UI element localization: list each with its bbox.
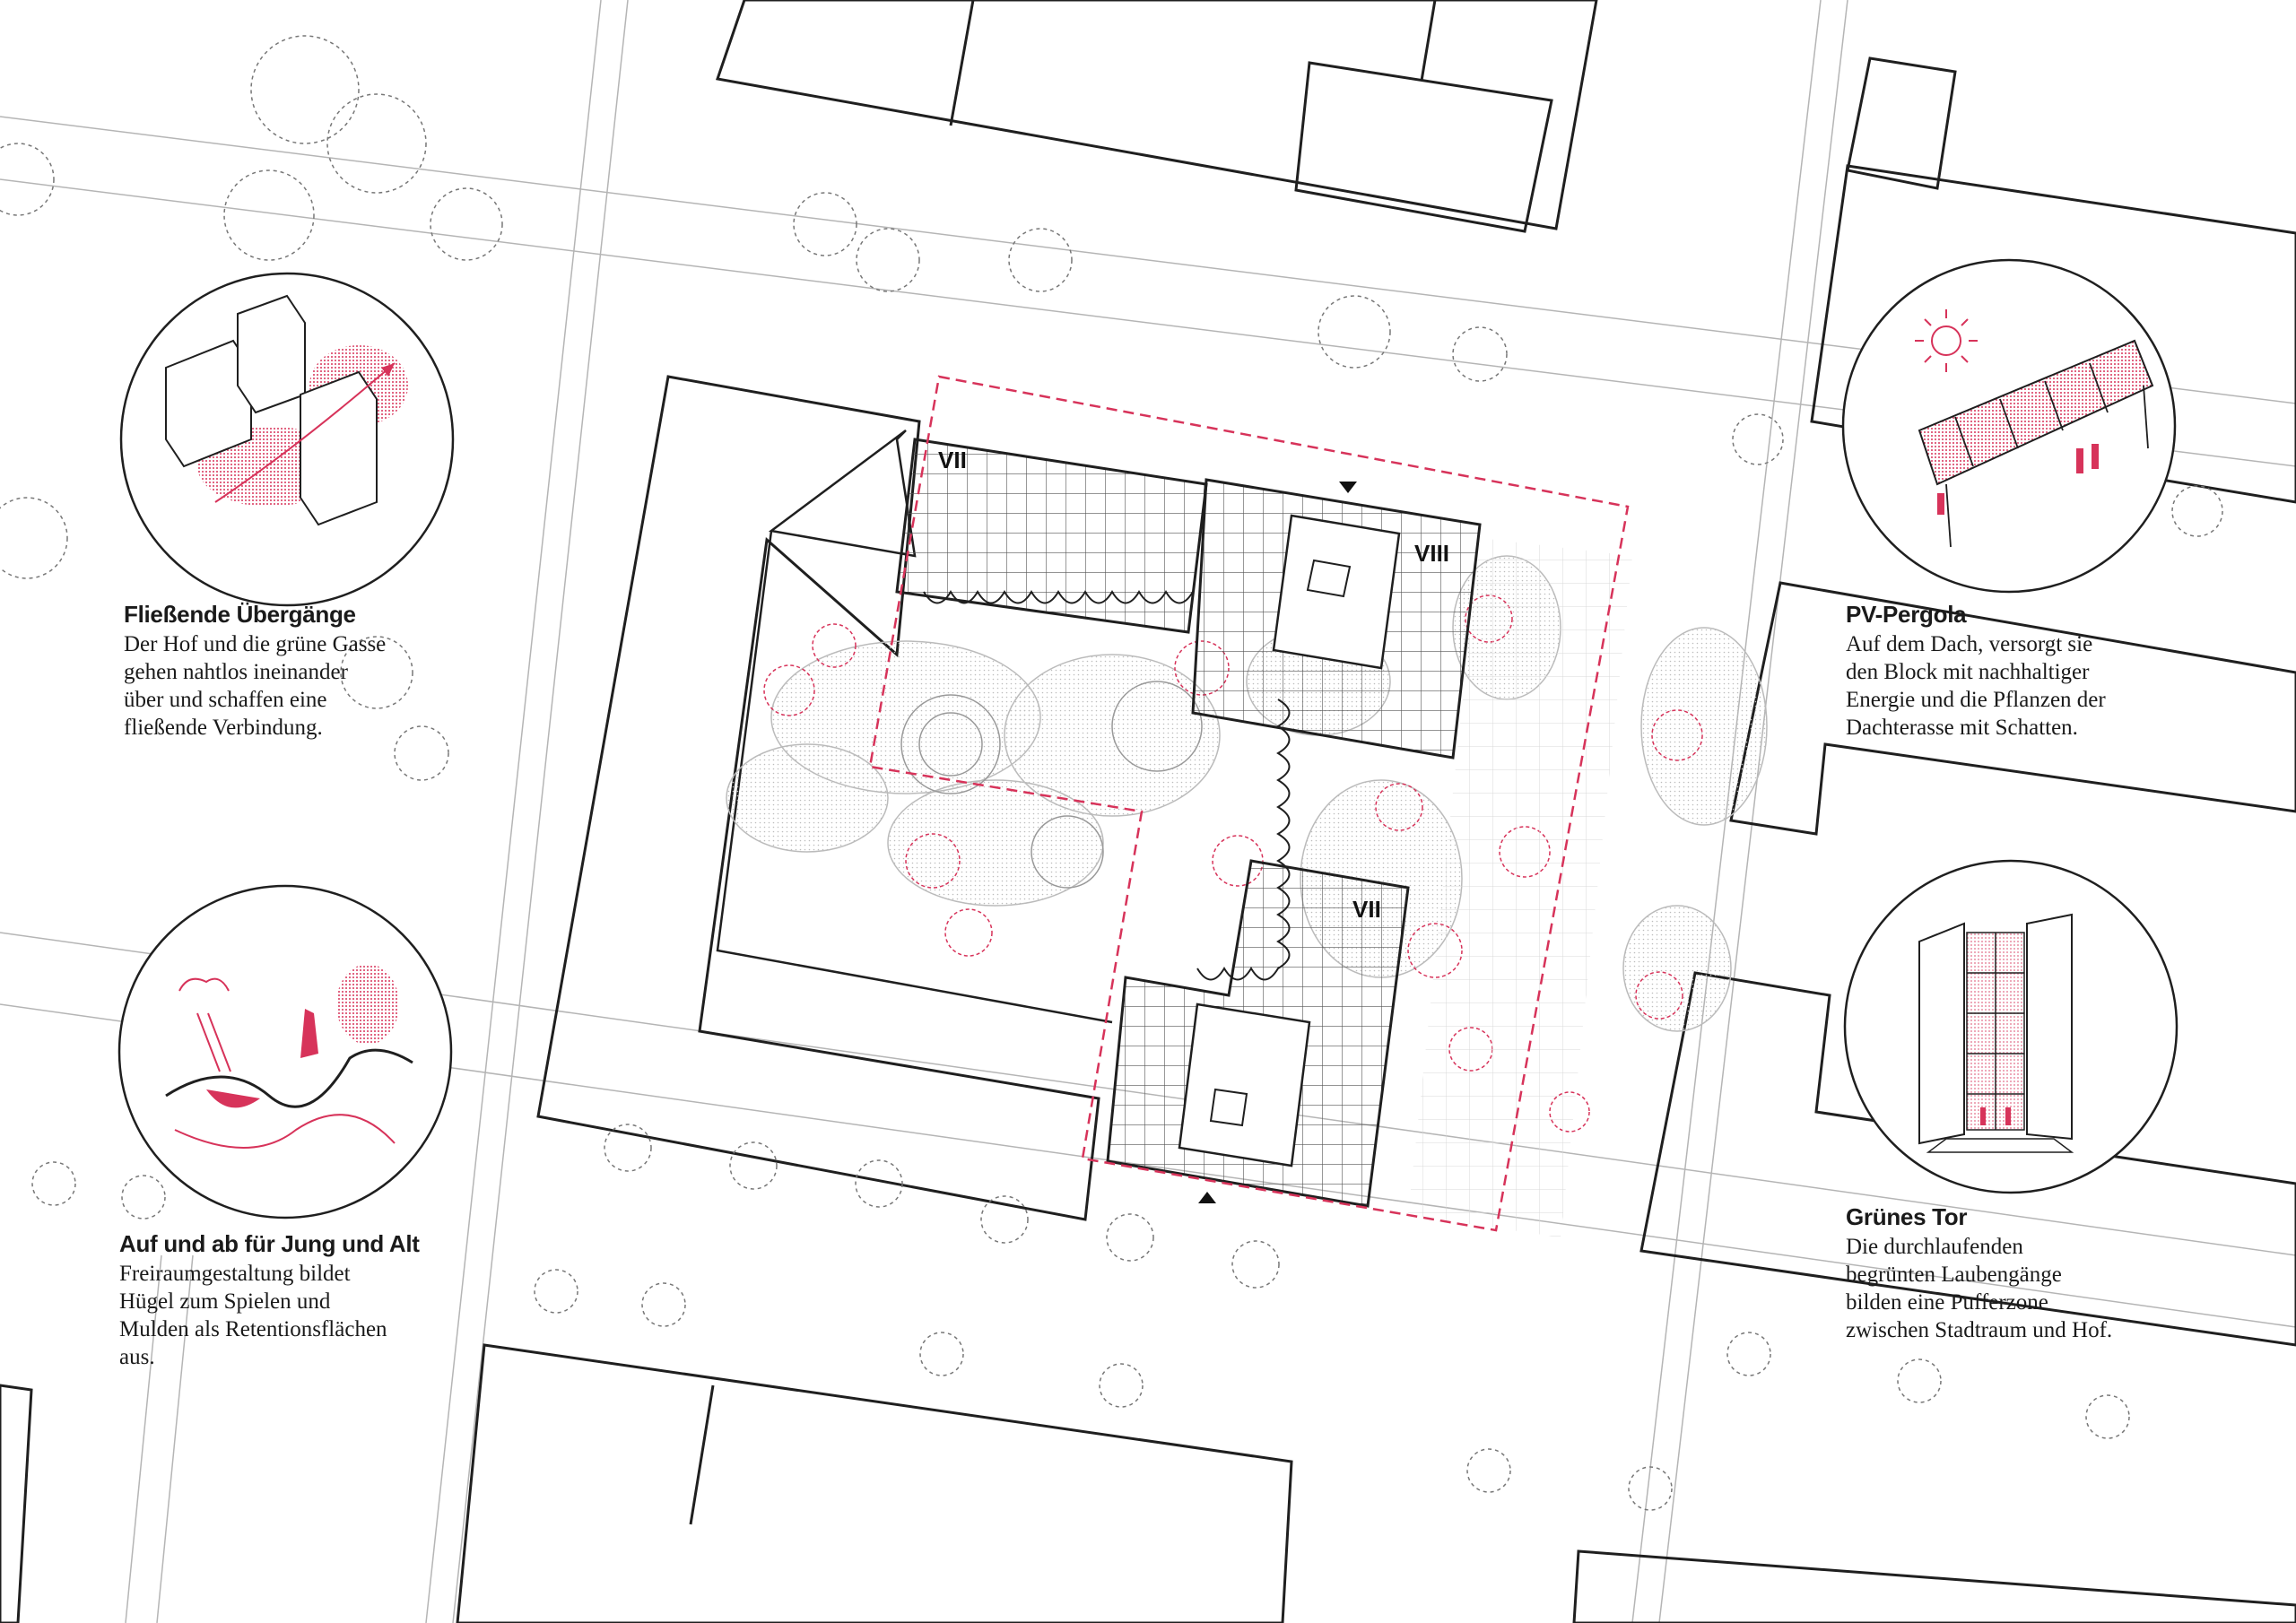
callout-circle-hill: [117, 884, 453, 1219]
entrance-arrow-south: [1198, 1192, 1216, 1203]
hill-rain-icon: [165, 964, 413, 1149]
sun-pergola-icon: [1915, 309, 2154, 548]
callout-circle-flowing: [119, 272, 455, 607]
floor-label-nw: VII: [938, 447, 967, 473]
floor-label-ne: VIII: [1414, 540, 1449, 567]
caption-green-gate: Grünes Tor Die durchlaufenden begrünten …: [1846, 1203, 2112, 1344]
entrance-arrow-north: [1339, 482, 1357, 493]
green-gate-icon: [1918, 913, 2074, 1153]
buildings-courtyard-icon: [165, 294, 408, 526]
caption-flowing-transitions: Fließende Übergänge Der Hof und die grün…: [124, 601, 386, 742]
callout-circle-gate: [1843, 859, 2179, 1194]
caption-body: Die durchlaufenden begrünten Laubengänge…: [1846, 1235, 2113, 1342]
scalloped-edge: [923, 590, 1291, 981]
caption-body: Auf dem Dach, versorgt sie den Block mit…: [1846, 632, 2106, 740]
floor-label-s: VII: [1352, 896, 1381, 923]
caption-title: PV-Pergola: [1846, 601, 1967, 628]
project-boundary: [868, 375, 1630, 1232]
caption-title: Auf und ab für Jung und Alt: [119, 1230, 420, 1257]
caption-title: Fließende Übergänge: [124, 601, 356, 628]
caption-up-and-down: Auf und ab für Jung und Alt Freiraumgest…: [119, 1230, 420, 1371]
street-trees: [0, 35, 2223, 1511]
caption-pv-pergola: PV-Pergola Auf dem Dach, versorgt sie de…: [1846, 601, 2106, 742]
main-block: VII VIII VII: [536, 375, 1768, 1237]
caption-title: Grünes Tor: [1846, 1203, 1968, 1230]
caption-body: Der Hof und die grüne Gasse gehen nahtlo…: [124, 632, 387, 740]
roof-terraces: [895, 438, 1482, 1208]
caption-body: Freiraumgestaltung bildet Hügel zum Spie…: [119, 1262, 387, 1369]
callout-circle-pergola: [1841, 258, 2177, 594]
